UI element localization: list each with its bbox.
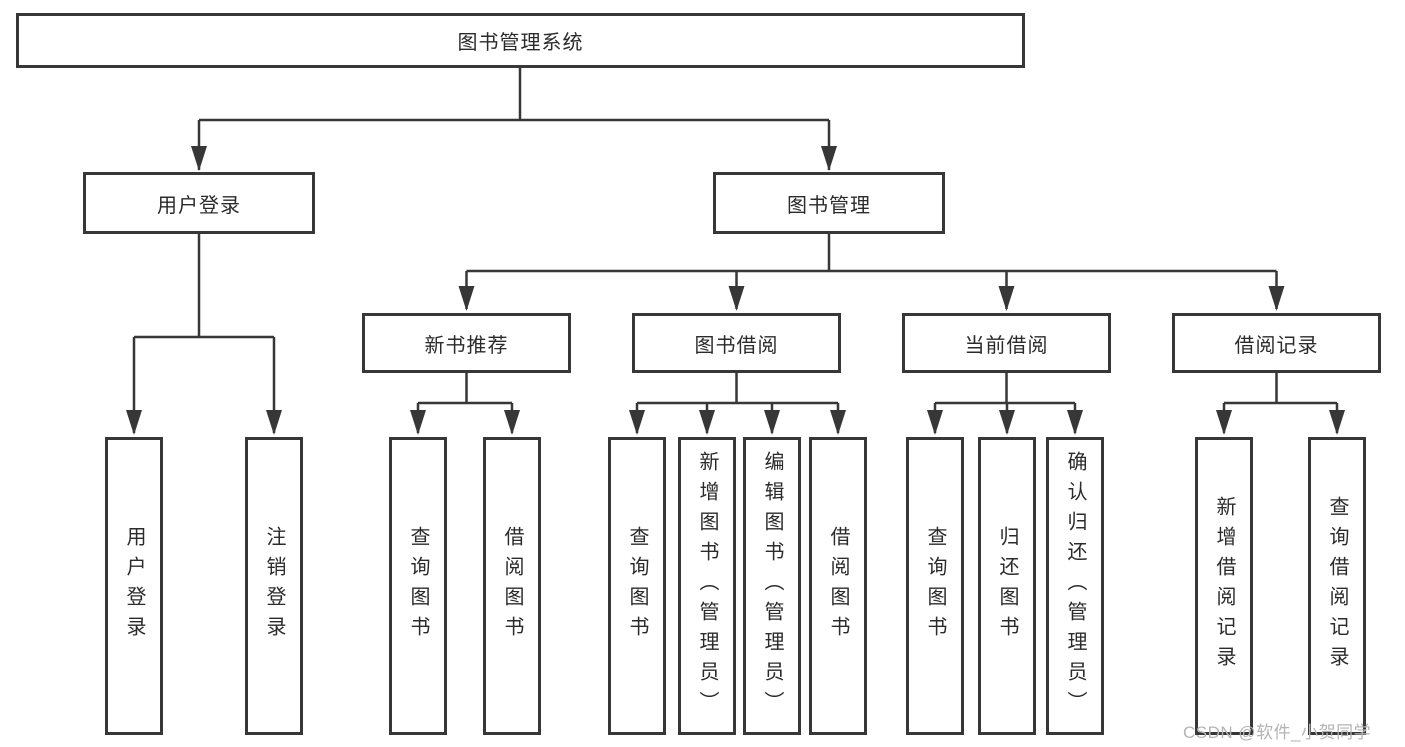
node-borrow-records: 借阅记录 — [1172, 313, 1381, 373]
arrowhead-icon — [266, 410, 282, 435]
leaf-logout: 注销登录 — [245, 437, 303, 735]
node-book-management-label: 图书管理 — [787, 194, 871, 217]
node-borrow-records-label: 借阅记录 — [1234, 334, 1319, 357]
leaf-query-books-recommend: 查询图书 — [389, 437, 447, 735]
arrowhead-icon — [1268, 286, 1285, 311]
arrowhead-icon — [699, 410, 715, 435]
leaf-add-borrow-record-label: 新增借阅记录 — [1213, 496, 1235, 676]
node-book-borrow: 图书借阅 — [632, 313, 841, 373]
node-book-management: 图书管理 — [713, 172, 945, 234]
arrowhead-icon — [1216, 410, 1232, 435]
leaf-borrow-books-borrow-label: 借阅图书 — [827, 526, 849, 646]
arrowhead-icon — [728, 286, 745, 311]
leaf-query-borrow-record: 查询借阅记录 — [1308, 437, 1366, 735]
arrowhead-icon — [999, 410, 1015, 435]
node-user-login-label: 用户登录 — [157, 194, 241, 217]
leaf-add-book-admin-label: 新增图书（管理员） — [696, 451, 718, 721]
leaf-edit-book-admin-label: 编辑图书（管理员） — [761, 451, 783, 721]
leaf-query-books-current: 查询图书 — [906, 437, 964, 735]
leaf-edit-book-admin: 编辑图书（管理员） — [743, 437, 801, 735]
leaf-query-books-borrow: 查询图书 — [608, 437, 666, 735]
leaf-add-borrow-record: 新增借阅记录 — [1195, 437, 1253, 735]
arrowhead-icon — [458, 286, 475, 311]
node-new-book-recommend-label: 新书推荐 — [424, 334, 509, 357]
leaf-user-login: 用户登录 — [105, 437, 163, 735]
leaf-borrow-books-recommend: 借阅图书 — [483, 437, 541, 735]
arrowhead-icon — [821, 146, 837, 171]
arrowhead-icon — [126, 410, 142, 435]
arrowhead-icon — [410, 410, 426, 435]
leaf-confirm-return-admin: 确认归还（管理员） — [1046, 437, 1104, 735]
leaf-query-books-borrow-label: 查询图书 — [626, 526, 648, 646]
arrowhead-icon — [1329, 410, 1345, 435]
leaf-return-book: 归还图书 — [978, 437, 1036, 735]
node-new-book-recommend: 新书推荐 — [362, 313, 571, 373]
node-root-label: 图书管理系统 — [457, 32, 584, 54]
leaf-logout-label: 注销登录 — [263, 526, 285, 646]
leaf-query-books-recommend-label: 查询图书 — [407, 526, 429, 646]
leaf-query-borrow-record-label: 查询借阅记录 — [1326, 496, 1348, 676]
arrowhead-icon — [830, 410, 846, 435]
arrowhead-icon — [629, 410, 645, 435]
node-current-borrow-label: 当前借阅 — [964, 334, 1049, 357]
arrowhead-icon — [504, 410, 520, 435]
leaf-user-login-label: 用户登录 — [123, 526, 145, 646]
node-book-borrow-label: 图书借阅 — [694, 334, 779, 357]
arrowhead-icon — [764, 410, 780, 435]
arrowhead-icon — [927, 410, 943, 435]
leaf-confirm-return-admin-label: 确认归还（管理员） — [1064, 451, 1086, 721]
node-current-borrow: 当前借阅 — [902, 313, 1111, 373]
leaf-add-book-admin: 新增图书（管理员） — [678, 437, 736, 735]
arrowhead-icon — [191, 146, 207, 171]
leaf-return-book-label: 归还图书 — [996, 526, 1018, 646]
leaf-borrow-books-borrow: 借阅图书 — [809, 437, 867, 735]
arrowhead-icon — [998, 286, 1015, 311]
leaf-query-books-current-label: 查询图书 — [924, 526, 946, 646]
arrowhead-icon — [1067, 410, 1083, 435]
node-root: 图书管理系统 — [16, 13, 1025, 68]
watermark: CSDN @软件_小贺同学 — [1183, 723, 1372, 742]
arrowheads — [126, 146, 1345, 435]
connector-path — [132, 68, 1339, 433]
leaf-borrow-books-recommend-label: 借阅图书 — [501, 526, 523, 646]
node-user-login: 用户登录 — [83, 172, 315, 234]
